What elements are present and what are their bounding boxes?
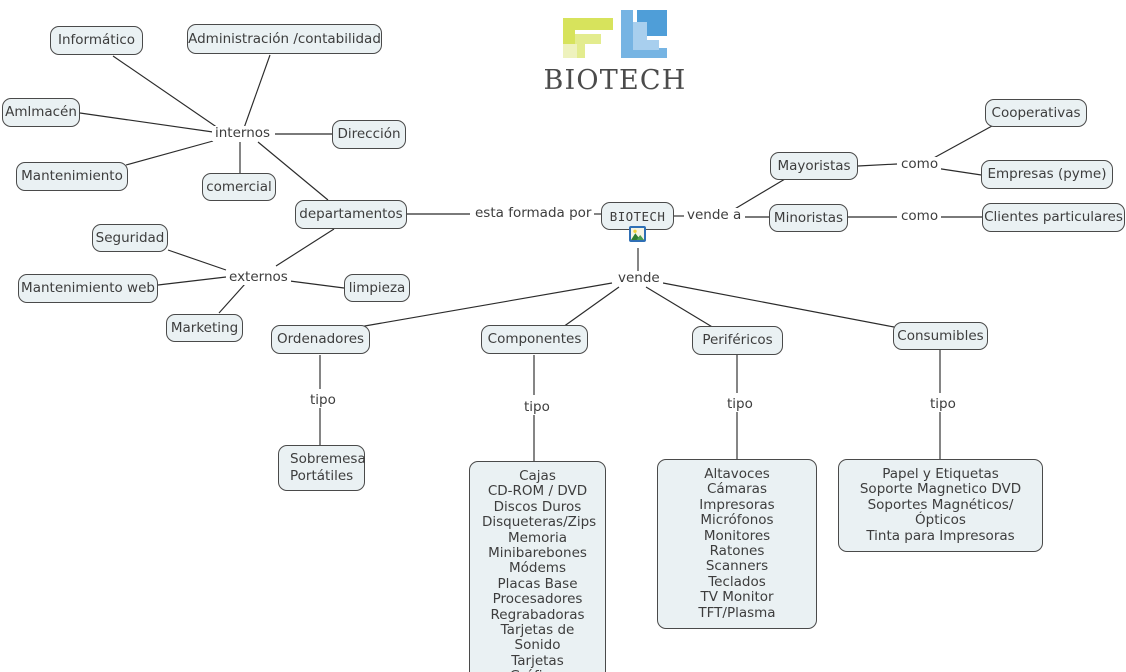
edge-vende-consumibles	[662, 282, 895, 328]
biotech-logo: BIOTECH	[505, 4, 725, 96]
edge-informatico-internos	[112, 55, 219, 129]
edge-administracion-internos	[243, 54, 271, 129]
edge-almacen-internos	[79, 112, 214, 133]
node-biotech-center[interactable]: BIOTECH	[601, 202, 674, 230]
node-componentes[interactable]: Componentes	[481, 325, 588, 354]
node-cooperativas[interactable]: Cooperativas	[985, 99, 1087, 127]
list-item: Portátiles	[290, 468, 354, 484]
list-item: Altavoces	[704, 466, 770, 482]
edge-vende-componentes	[562, 286, 620, 328]
list-item: Monitores	[703, 527, 771, 544]
node-limpieza[interactable]: limpieza	[344, 274, 410, 302]
node-marketing[interactable]: Marketing	[166, 314, 243, 342]
edge-externos-marketing	[218, 283, 246, 314]
edge-departamentos-externos	[275, 228, 335, 267]
list-item: Papel y Etiquetas	[882, 466, 999, 482]
node-comercial[interactable]: comercial	[202, 173, 276, 201]
link-label-vende-a: vende a	[684, 208, 745, 223]
list-item: Regrabadoras	[490, 606, 585, 623]
list-item: Soporte Magnetico DVD	[859, 481, 1022, 498]
link-label-esta-formada-por: esta formada por	[472, 206, 595, 221]
list-item: Minibarebones	[488, 545, 587, 562]
list-item: TV Monitor TFT/Plasma	[698, 589, 776, 621]
edge-vende-perifericos	[645, 286, 715, 329]
node-empresas-pyme[interactable]: Empresas (pyme)	[981, 160, 1113, 189]
image-icon[interactable]	[629, 226, 646, 242]
edge-mantenimiento-internos	[125, 140, 214, 166]
list-item: Soportes Magnéticos/Ópticos	[867, 496, 1014, 529]
link-label-tipo-ordenadores: tipo	[307, 393, 339, 408]
link-label-tipo-consumibles: tipo	[927, 397, 959, 412]
list-item: Micrófonos	[700, 512, 774, 529]
node-clientes-particulares[interactable]: Clientes particulares	[982, 203, 1125, 232]
logo-wordmark: BIOTECH	[543, 65, 687, 96]
link-label-como-mayoristas: como	[898, 157, 942, 172]
list-item: Cámaras	[707, 481, 767, 498]
edge-como1-cooperativas	[929, 125, 993, 161]
link-label-externos: externos	[226, 270, 291, 285]
node-biotech-label: BIOTECH	[609, 208, 666, 224]
edge-seguridad-externos	[167, 249, 227, 271]
logo-mark-icon	[563, 10, 667, 58]
edge-mayoristas-como1	[857, 163, 898, 167]
node-consumibles[interactable]: Consumibles	[893, 322, 988, 350]
node-mantenimiento[interactable]: Mantenimiento	[16, 162, 128, 191]
node-minoristas[interactable]: Minoristas	[769, 204, 848, 232]
node-ordenadores[interactable]: Ordenadores	[271, 325, 370, 354]
link-label-tipo-perifericos: tipo	[724, 397, 756, 412]
list-item: Cajas	[519, 468, 556, 484]
list-item: Discos Duros	[493, 498, 582, 515]
edge-externos-limpieza	[281, 279, 345, 289]
list-item: Procesadores	[492, 591, 583, 608]
list-item: Ratones	[709, 543, 765, 560]
list-item: CD-ROM / DVD	[487, 483, 588, 500]
node-mayoristas[interactable]: Mayoristas	[770, 152, 858, 180]
link-label-vende: vende	[615, 271, 663, 286]
list-item: Impresoras	[699, 496, 775, 513]
node-mantenimiento-web[interactable]: Mantenimiento web	[18, 274, 158, 303]
node-perifericos[interactable]: Periféricos	[692, 326, 783, 355]
list-item: Tarjetas Gráficas	[510, 652, 566, 672]
list-item: Tinta para Impresoras	[866, 527, 1015, 544]
list-item: Módems	[509, 560, 566, 577]
link-label-como-minoristas: como	[898, 209, 942, 224]
link-label-tipo-componentes: tipo	[521, 400, 553, 415]
list-item: Teclados	[708, 573, 766, 590]
image-icon-glyph	[631, 228, 644, 240]
node-administracion[interactable]: Administración /contabilidad	[187, 24, 382, 54]
node-departamentos[interactable]: departamentos	[295, 200, 407, 229]
list-item: Disqueteras/Zips	[482, 514, 597, 531]
list-item: Sobremesa	[290, 451, 366, 467]
node-informatico[interactable]: Informático	[50, 26, 143, 55]
edge-mantenimientoweb-externos	[157, 276, 227, 286]
list-item: Memoria	[508, 529, 567, 546]
list-item: Placas Base	[497, 575, 578, 592]
node-almacen[interactable]: Amlmacén	[2, 98, 80, 127]
link-label-internos: internos	[212, 126, 274, 141]
list-item: Scanners	[705, 558, 769, 575]
node-direccion[interactable]: Dirección	[332, 120, 406, 149]
list-item: Tarjetas de Sonido	[500, 622, 575, 654]
node-seguridad[interactable]: Seguridad	[92, 224, 168, 252]
